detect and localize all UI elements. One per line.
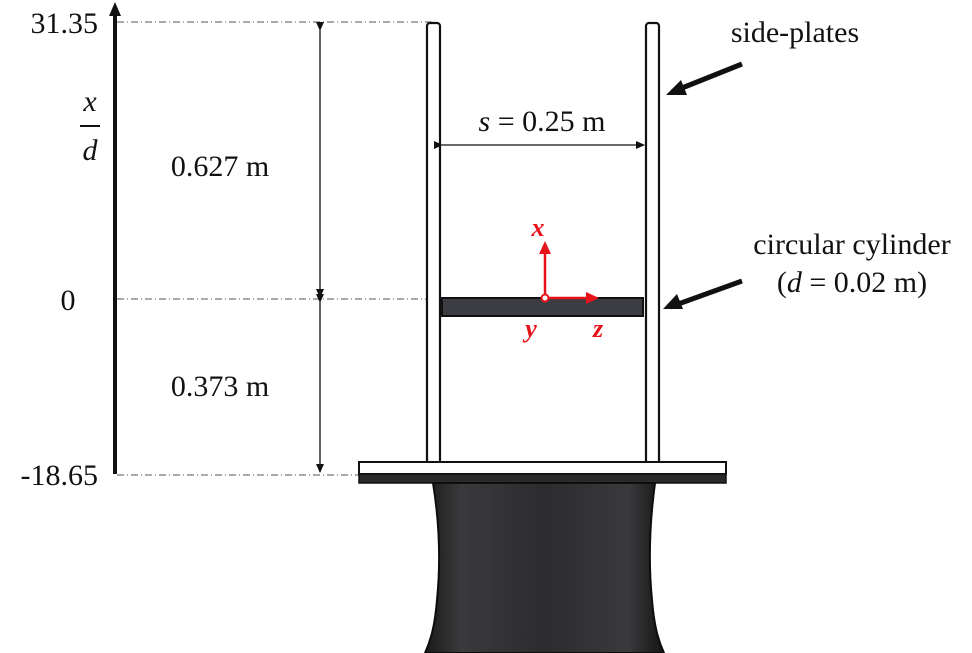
side-plates-label: side-plates: [731, 16, 859, 49]
axis-label-fraction: x d: [80, 85, 100, 167]
axis-zero-value: 0: [61, 284, 76, 317]
cylinder-label-line1: circular cylinder: [753, 228, 950, 261]
axis-arrowhead: [109, 2, 121, 16]
cylinder-label-line2: (d = 0.02 m): [777, 266, 927, 299]
z-axis-label: z: [592, 314, 604, 343]
span-label-rest: = 0.25 m: [490, 105, 605, 138]
axis-label-numerator: x: [82, 85, 97, 118]
base-plate-bottom: [358, 473, 727, 484]
upper-length-label: 0.627 m: [171, 150, 269, 183]
lower-length-label: 0.373 m: [171, 370, 269, 403]
right-side-plate: [644, 21, 661, 467]
y-axis-label: y: [522, 314, 537, 343]
z-axis-arrowhead: [586, 292, 599, 304]
xd-axis: [109, 2, 121, 474]
mounting-base: [423, 482, 666, 653]
side-plates-callout: [666, 61, 743, 95]
y-axis-origin: [540, 293, 550, 303]
span-label-var: s: [479, 105, 491, 138]
base-plate-top: [358, 461, 727, 475]
reference-lines: [117, 21, 442, 476]
span-label: s = 0.25 m: [479, 105, 606, 138]
cylinder-callout: [663, 278, 743, 310]
x-axis-arrowhead: [539, 241, 551, 254]
axis-label-denominator: d: [83, 134, 99, 167]
left-side-plate: [425, 21, 442, 467]
cylinder-pointer-head: [663, 294, 683, 309]
coordinate-axes: [539, 241, 599, 304]
x-axis-label: x: [531, 213, 545, 242]
cylinder-pointer: [669, 278, 743, 310]
side-plates-pointer-head: [666, 80, 687, 95]
axis-top-value: 31.35: [31, 7, 99, 40]
axis-bottom-value: -18.65: [21, 459, 99, 492]
